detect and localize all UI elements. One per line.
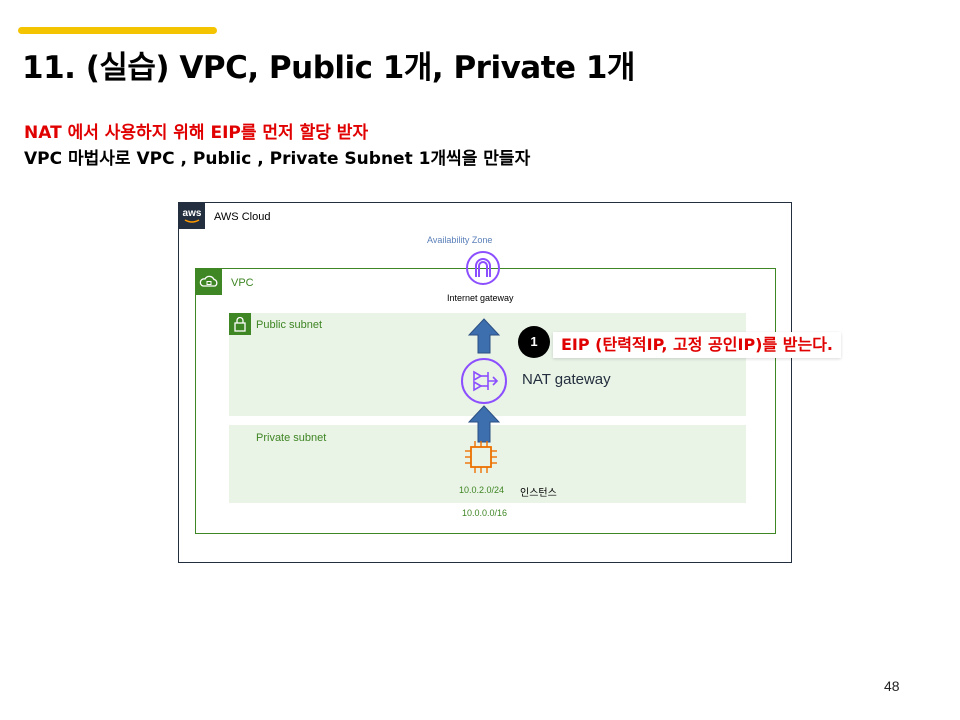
slide-title: 11. (실습) VPC, Public 1개, Private 1개 — [22, 50, 635, 86]
up-arrow-icon — [468, 318, 500, 354]
nat-gateway-label: NAT gateway — [522, 371, 611, 388]
svg-text:aws: aws — [183, 208, 202, 219]
private-subnet-label: Private subnet — [256, 432, 327, 444]
instruction-eip: NAT 에서 사용하지 위해 EIP를 먼저 할당 받자 — [24, 123, 369, 143]
vpc-container: VPC 10.0.0.0/16 — [195, 268, 776, 534]
page-number: 48 — [884, 678, 900, 694]
ec2-instance-icon — [465, 441, 497, 473]
public-subnet-label: Public subnet — [256, 319, 323, 331]
private-subnet-cidr-label: 10.0.2.0/24 — [459, 485, 505, 495]
up-arrow-icon — [468, 405, 500, 443]
internet-gateway-label: Internet gateway — [447, 293, 514, 303]
aws-logo-icon: aws — [179, 203, 205, 229]
nat-gateway-icon — [461, 358, 507, 404]
vpc-cloud-icon — [196, 269, 222, 295]
vpc-cidr-label: 10.0.0.0/16 — [462, 508, 508, 518]
availability-zone-label: Availability Zone — [427, 235, 493, 245]
internet-gateway-icon — [466, 251, 500, 285]
instance-label: 인스턴스 — [520, 488, 557, 499]
step-number-badge: 1 — [518, 326, 550, 358]
eip-callout: EIP (탄력적IP, 고정 공인IP)를 받는다. — [553, 332, 842, 358]
title-accent-bar — [18, 27, 217, 34]
aws-cloud-label: AWS Cloud — [214, 211, 271, 223]
instruction-vpc-wizard: VPC 마법사로 VPC , Public , Private Subnet 1… — [24, 149, 531, 169]
vpc-label: VPC — [231, 277, 254, 289]
lock-icon — [229, 313, 251, 335]
